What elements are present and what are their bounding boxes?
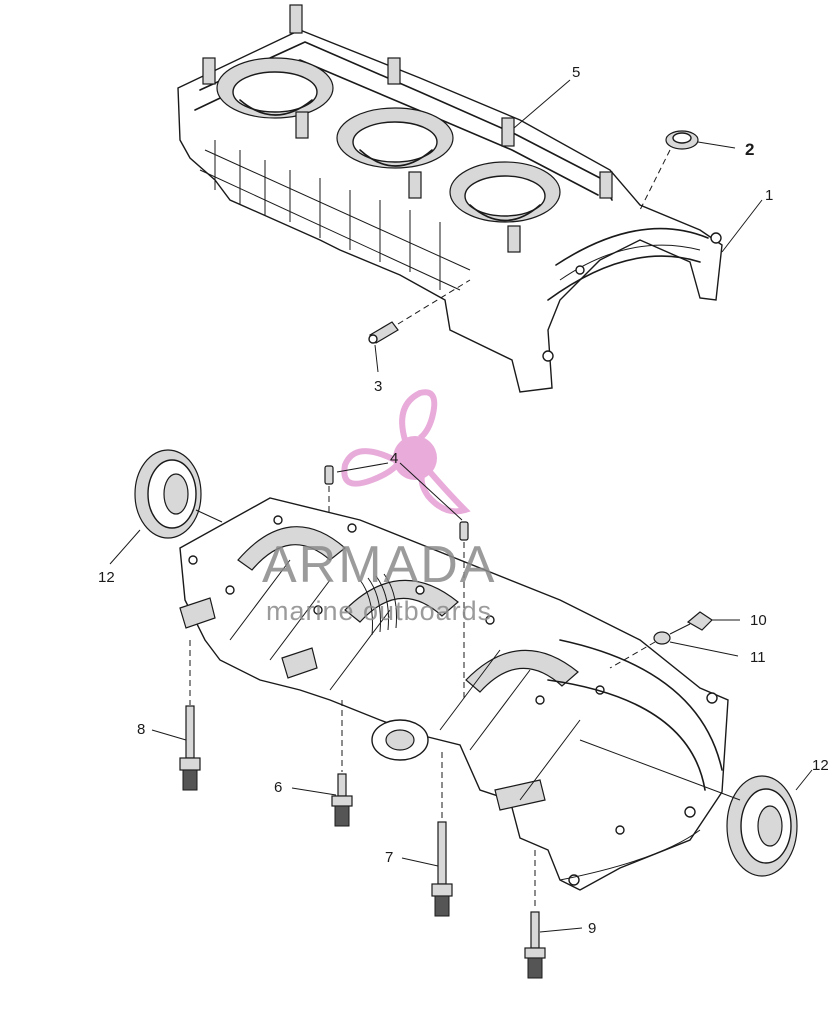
part-4-dowels [324,462,469,700]
part-8-stud-bolt [151,640,201,791]
part-6-stud-bolt [291,700,353,827]
part-7-long-bolt [401,752,453,917]
callout-1: 1 [765,187,773,204]
upper-crankcase [177,4,723,393]
part-11-washer [609,631,739,669]
part-3-dowel-pin [368,279,471,373]
callout-10: 10 [750,612,767,629]
armada-logo [341,389,471,515]
part-2-plug [639,130,736,211]
callout-3: 3 [374,378,382,395]
watermark-title: ARMADA [262,536,496,594]
callout-7: 7 [385,849,393,866]
watermark-subtitle: marine outboards [266,596,492,626]
callout-2: 2 [745,140,754,159]
stud-group [202,4,613,253]
callout-12-left: 12 [98,569,115,586]
lower-crankcase [179,497,729,891]
callout-11: 11 [750,649,766,666]
callout-5: 5 [572,64,580,81]
callout-8: 8 [137,721,145,738]
callout-6: 6 [274,779,282,796]
callout-9: 9 [588,920,596,937]
callout-12-right: 12 [812,757,829,774]
callout-4: 4 [390,450,398,467]
part-10-bolt [669,611,740,635]
part-12-oil-seal-left [109,449,223,565]
part-12-oil-seal-right [579,739,813,877]
part-9-bolt [524,850,583,979]
